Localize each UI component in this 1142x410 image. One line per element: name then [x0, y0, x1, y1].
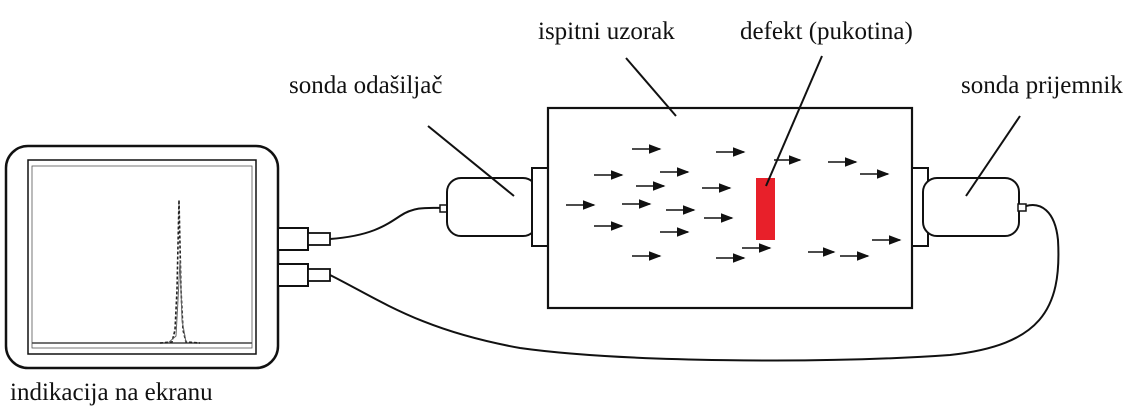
monitor-connectors: [277, 227, 331, 287]
label-transmitter-probe: sonda odašiljač: [289, 72, 442, 99]
pointer-lines: [427, 55, 1021, 197]
monitor: [4, 144, 280, 370]
label-screen-indication: indikacija na ekranu: [10, 379, 213, 406]
defect-crack: [756, 178, 775, 240]
wave-arrows: [566, 144, 902, 263]
receiver-cable: [329, 204, 1060, 362]
test-specimen: [546, 106, 914, 310]
receiver-probe: [911, 167, 1027, 247]
label-test-specimen: ispitni uzorak: [538, 18, 675, 45]
transmitter-cable: [329, 206, 447, 240]
label-receiver-probe: sonda prijemnik: [961, 72, 1123, 99]
label-defect: defekt (pukotina): [740, 18, 913, 45]
